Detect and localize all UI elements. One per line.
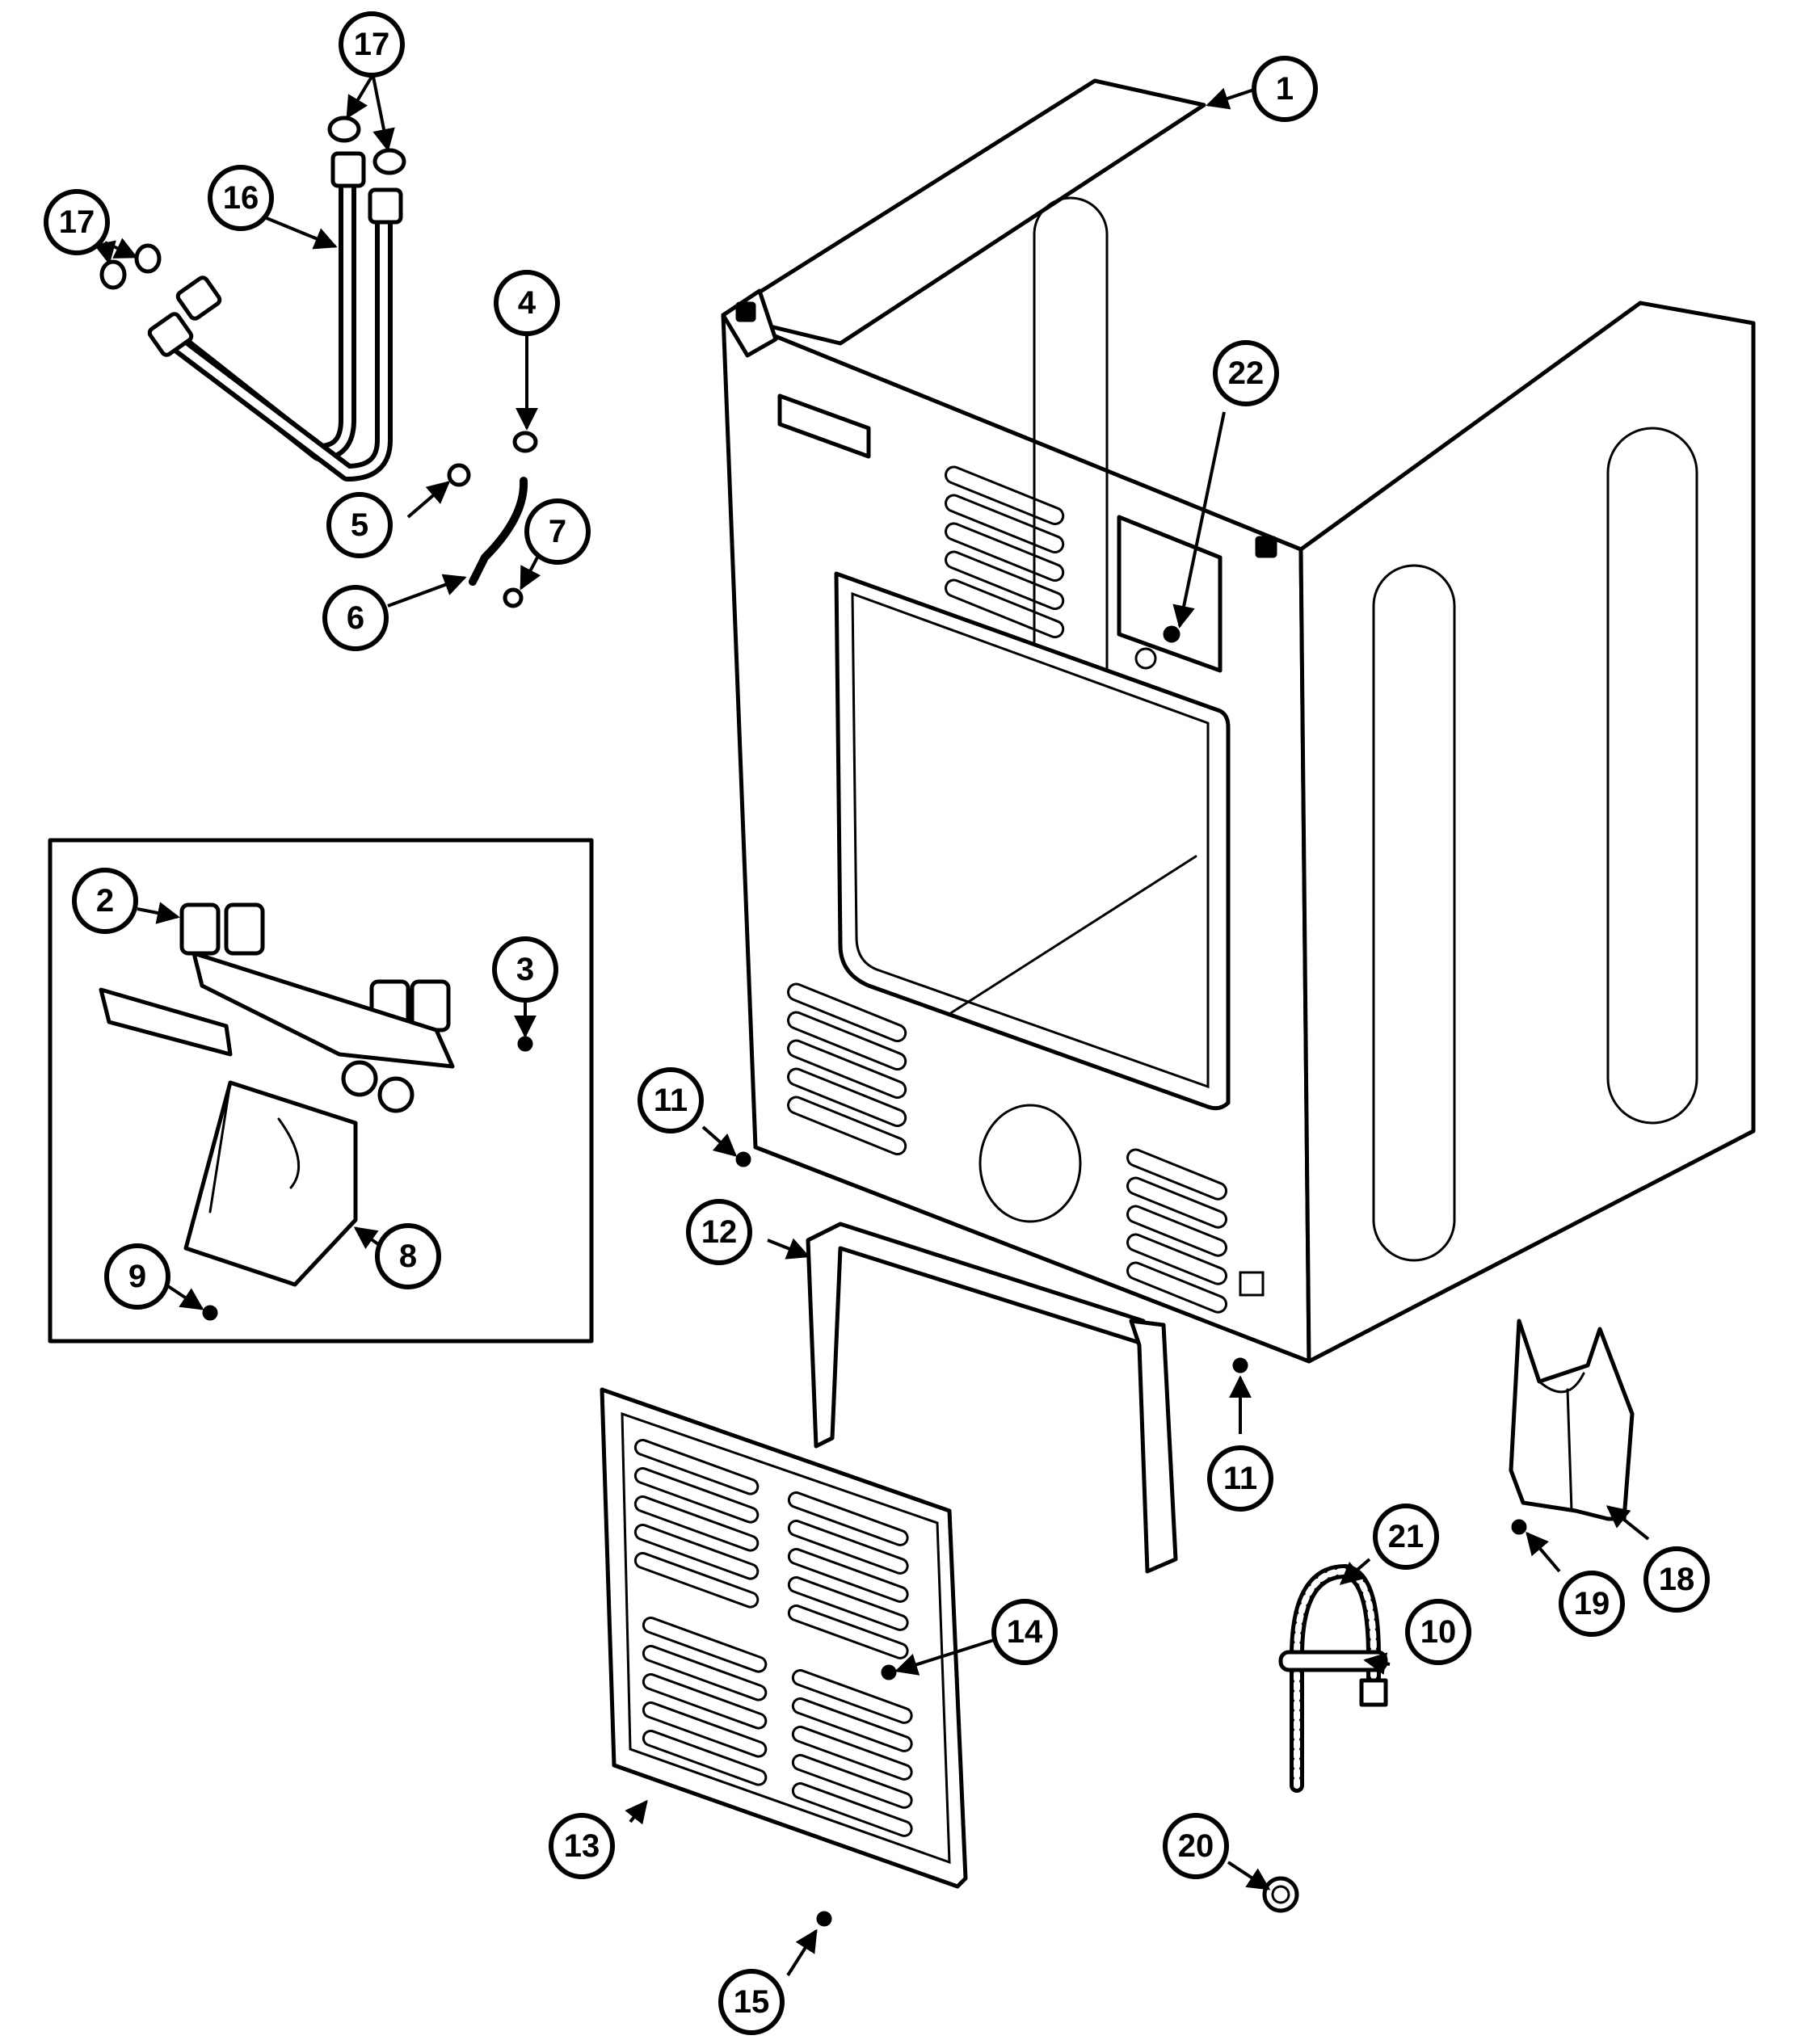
callout-17-left: 17 bbox=[44, 189, 110, 255]
callout-label-8: 8 bbox=[399, 1239, 417, 1274]
callout-1: 1 bbox=[1252, 56, 1318, 122]
panel-louvers bbox=[633, 1439, 913, 1837]
callout-12: 12 bbox=[686, 1199, 752, 1265]
callout-22: 22 bbox=[1213, 340, 1279, 406]
callout-label-20: 20 bbox=[1178, 1828, 1214, 1864]
vent-tube-parts bbox=[447, 431, 538, 608]
callout-20: 20 bbox=[1163, 1813, 1229, 1879]
callout-label-7: 7 bbox=[549, 514, 566, 549]
callout-label-17-top: 17 bbox=[354, 27, 390, 62]
callout-label-9: 9 bbox=[128, 1259, 146, 1294]
callout-5: 5 bbox=[326, 492, 393, 558]
access-panel bbox=[600, 1387, 968, 1889]
callout-19: 19 bbox=[1559, 1571, 1625, 1637]
callout-label-16: 16 bbox=[223, 180, 259, 216]
callout-16: 16 bbox=[208, 165, 274, 231]
callout-21: 21 bbox=[1373, 1504, 1439, 1570]
base-frame bbox=[806, 1222, 1178, 1574]
valve-inset bbox=[48, 838, 594, 1344]
callout-17-top: 17 bbox=[339, 11, 405, 78]
callout-label-4: 4 bbox=[518, 285, 537, 321]
lower-left-louvers bbox=[787, 982, 907, 1156]
hose-bracket bbox=[1509, 1319, 1635, 1521]
callout-9: 9 bbox=[104, 1243, 170, 1310]
callout-label-19: 19 bbox=[1574, 1586, 1610, 1621]
callout-13: 13 bbox=[549, 1813, 615, 1879]
callout-18: 18 bbox=[1643, 1546, 1710, 1613]
callout-2: 2 bbox=[72, 868, 138, 934]
callout-label-11-left: 11 bbox=[654, 1083, 688, 1118]
upper-louvers bbox=[945, 465, 1065, 639]
lower-right-louvers bbox=[1126, 1148, 1228, 1314]
callout-4: 4 bbox=[494, 270, 560, 336]
callout-label-15: 15 bbox=[734, 1984, 770, 2020]
drain-hose bbox=[1278, 1564, 1388, 1793]
leader-lines bbox=[94, 75, 1650, 1977]
callout-label-21: 21 bbox=[1388, 1519, 1425, 1554]
callout-label-17-left: 17 bbox=[59, 204, 95, 240]
callout-label-1: 1 bbox=[1276, 71, 1294, 107]
callout-8: 8 bbox=[375, 1223, 441, 1289]
callout-11-right: 11 bbox=[1207, 1445, 1273, 1512]
callout-11-left: 11 bbox=[638, 1067, 704, 1133]
callout-label-11-right: 11 bbox=[1223, 1461, 1257, 1496]
callout-label-6: 6 bbox=[347, 600, 364, 636]
callout-6: 6 bbox=[322, 585, 389, 651]
callout-15: 15 bbox=[718, 1969, 785, 2035]
callout-14: 14 bbox=[991, 1599, 1058, 1665]
callout-label-2: 2 bbox=[96, 883, 114, 919]
callout-label-18: 18 bbox=[1659, 1562, 1695, 1597]
callout-3: 3 bbox=[492, 936, 558, 1003]
callout-label-5: 5 bbox=[351, 507, 368, 543]
callout-10: 10 bbox=[1405, 1599, 1471, 1665]
callout-label-12: 12 bbox=[701, 1214, 738, 1250]
callout-label-13: 13 bbox=[564, 1828, 600, 1864]
callout-7: 7 bbox=[524, 498, 591, 565]
callout-label-3: 3 bbox=[516, 952, 534, 987]
callout-label-14: 14 bbox=[1007, 1614, 1043, 1650]
cabinet bbox=[721, 78, 1756, 1364]
callout-label-22: 22 bbox=[1228, 355, 1265, 391]
callout-label-10: 10 bbox=[1420, 1614, 1457, 1650]
